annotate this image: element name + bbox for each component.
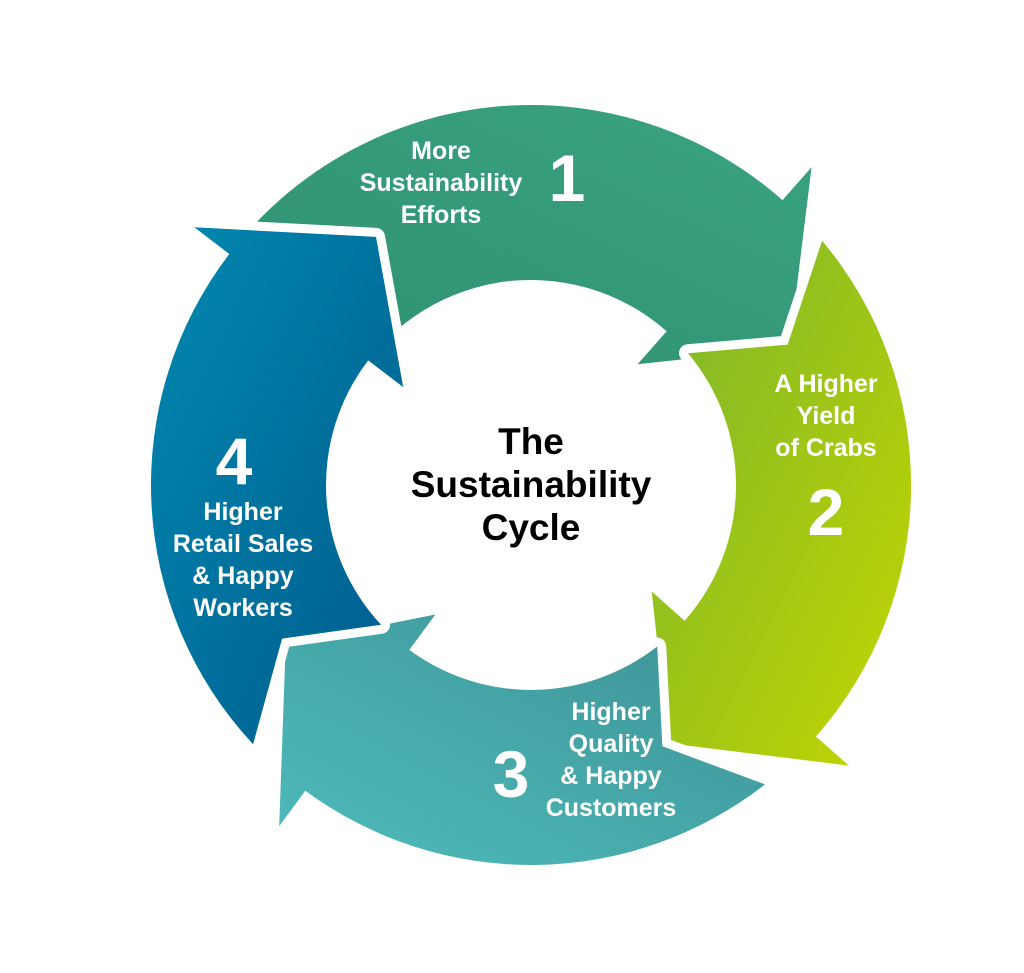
center-title: The Sustainability Cycle — [411, 421, 652, 548]
segment-2-label-line-1: A Higher — [774, 370, 878, 398]
segment-1-label-line-2: Sustainability — [360, 169, 523, 197]
segment-3-label-line-1: Higher — [571, 698, 650, 726]
step-number-3: 3 — [493, 737, 530, 811]
segment-4-label-line-3: & Happy — [192, 562, 294, 590]
segment-4-label-line-4: Workers — [193, 594, 293, 622]
segment-1-label: More Sustainability Efforts — [360, 137, 523, 229]
segment-3-label: Higher Quality & Happy Customers — [546, 698, 677, 822]
segment-1-label-line-3: Efforts — [401, 201, 482, 229]
segment-2-label-line-3: of Crabs — [775, 434, 876, 462]
arrow-segment-4 — [142, 218, 413, 754]
segment-2-label-line-2: Yield — [797, 402, 856, 430]
segment-4-label: Higher Retail Sales & Happy Workers — [173, 498, 313, 622]
segment-3-label-line-2: Quality — [569, 730, 654, 758]
center-title-line-3: Cycle — [482, 507, 581, 548]
arrow-segment-3 — [270, 605, 774, 874]
center-title-line-1: The — [498, 421, 564, 462]
segment-4-label-line-2: Retail Sales — [173, 530, 313, 558]
arrow-segment-2 — [642, 231, 921, 775]
segment-3-label-line-4: Customers — [546, 794, 677, 822]
segment-4-label-line-1: Higher — [203, 498, 282, 526]
step-number-4: 4 — [216, 424, 253, 498]
step-number-2: 2 — [808, 475, 845, 549]
segment-2-label: A Higher Yield of Crabs — [774, 370, 878, 462]
step-number-1: 1 — [549, 141, 586, 215]
segment-3-label-line-3: & Happy — [560, 762, 662, 790]
center-title-line-2: Sustainability — [411, 464, 652, 505]
segment-1-label-line-1: More — [411, 137, 471, 165]
